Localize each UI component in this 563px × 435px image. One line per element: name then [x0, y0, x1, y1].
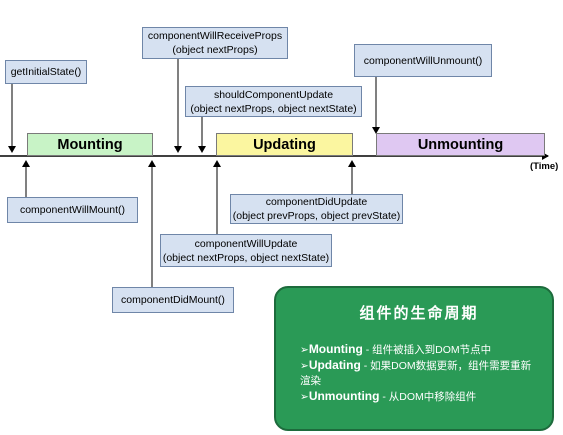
method-getInitialState: getInitialState()	[5, 60, 87, 84]
note-item-key: Mounting	[308, 342, 363, 356]
note-item-key: Updating	[308, 358, 361, 372]
method-args: (object nextProps, object nextState)	[162, 251, 330, 264]
time-axis-label: (Time)	[530, 161, 559, 172]
phase-updating: Updating	[216, 133, 353, 156]
method-componentDidUpdate: componentDidUpdate (object prevProps, ob…	[230, 194, 403, 224]
method-name: componentWillMount()	[19, 204, 126, 216]
method-name: getInitialState()	[10, 66, 82, 78]
method-name: componentDidUpdate	[265, 196, 368, 208]
method-name: shouldComponentUpdate	[213, 88, 334, 101]
note-item-updating: ➢Updating - 如果DOM数据更新，组件需要重新渲染	[300, 358, 538, 389]
method-name: componentWillUpdate	[194, 237, 298, 250]
method-componentWillUnmount: componentWillUnmount()	[354, 44, 492, 77]
bullet-arrow-icon: ➢	[300, 344, 309, 356]
method-componentWillUpdate: componentWillUpdate (object nextProps, o…	[160, 234, 332, 267]
phase-mounting: Mounting	[27, 133, 153, 156]
method-componentWillReceiveProps: componentWillReceiveProps (object nextPr…	[142, 27, 288, 59]
method-shouldComponentUpdate: shouldComponentUpdate (object nextProps,…	[185, 86, 362, 117]
method-name: componentDidMount()	[121, 294, 225, 306]
note-item-text: - 从DOM中移除组件	[379, 391, 477, 403]
bullet-arrow-icon: ➢	[300, 360, 309, 372]
method-componentDidMount: componentDidMount()	[112, 287, 234, 313]
method-args: (object nextProps)	[172, 44, 258, 56]
note-item-text: - 组件被插入到DOM节点中	[362, 344, 492, 356]
method-name: componentWillUnmount()	[363, 54, 483, 67]
note-item-mounting: ➢Mounting - 组件被插入到DOM节点中	[300, 342, 538, 358]
method-args: (object nextProps, object nextState)	[190, 102, 357, 115]
lifecycle-note-panel: 组件的生命周期 ➢Mounting - 组件被插入到DOM节点中 ➢Updati…	[274, 286, 554, 431]
method-componentWillMount: componentWillMount()	[7, 197, 138, 223]
phase-unmounting: Unmounting	[376, 133, 545, 156]
method-name: componentWillReceiveProps	[147, 30, 283, 42]
note-item-unmounting: ➢Unmounting - 从DOM中移除组件	[300, 389, 538, 405]
note-title: 组件的生命周期	[359, 304, 479, 322]
note-item-text: - 如果DOM数据更新，组件需要重新渲染	[300, 360, 532, 387]
note-item-key: Unmounting	[308, 389, 380, 403]
bullet-arrow-icon: ➢	[300, 391, 309, 403]
method-args: (object prevProps, object prevState)	[232, 210, 401, 222]
